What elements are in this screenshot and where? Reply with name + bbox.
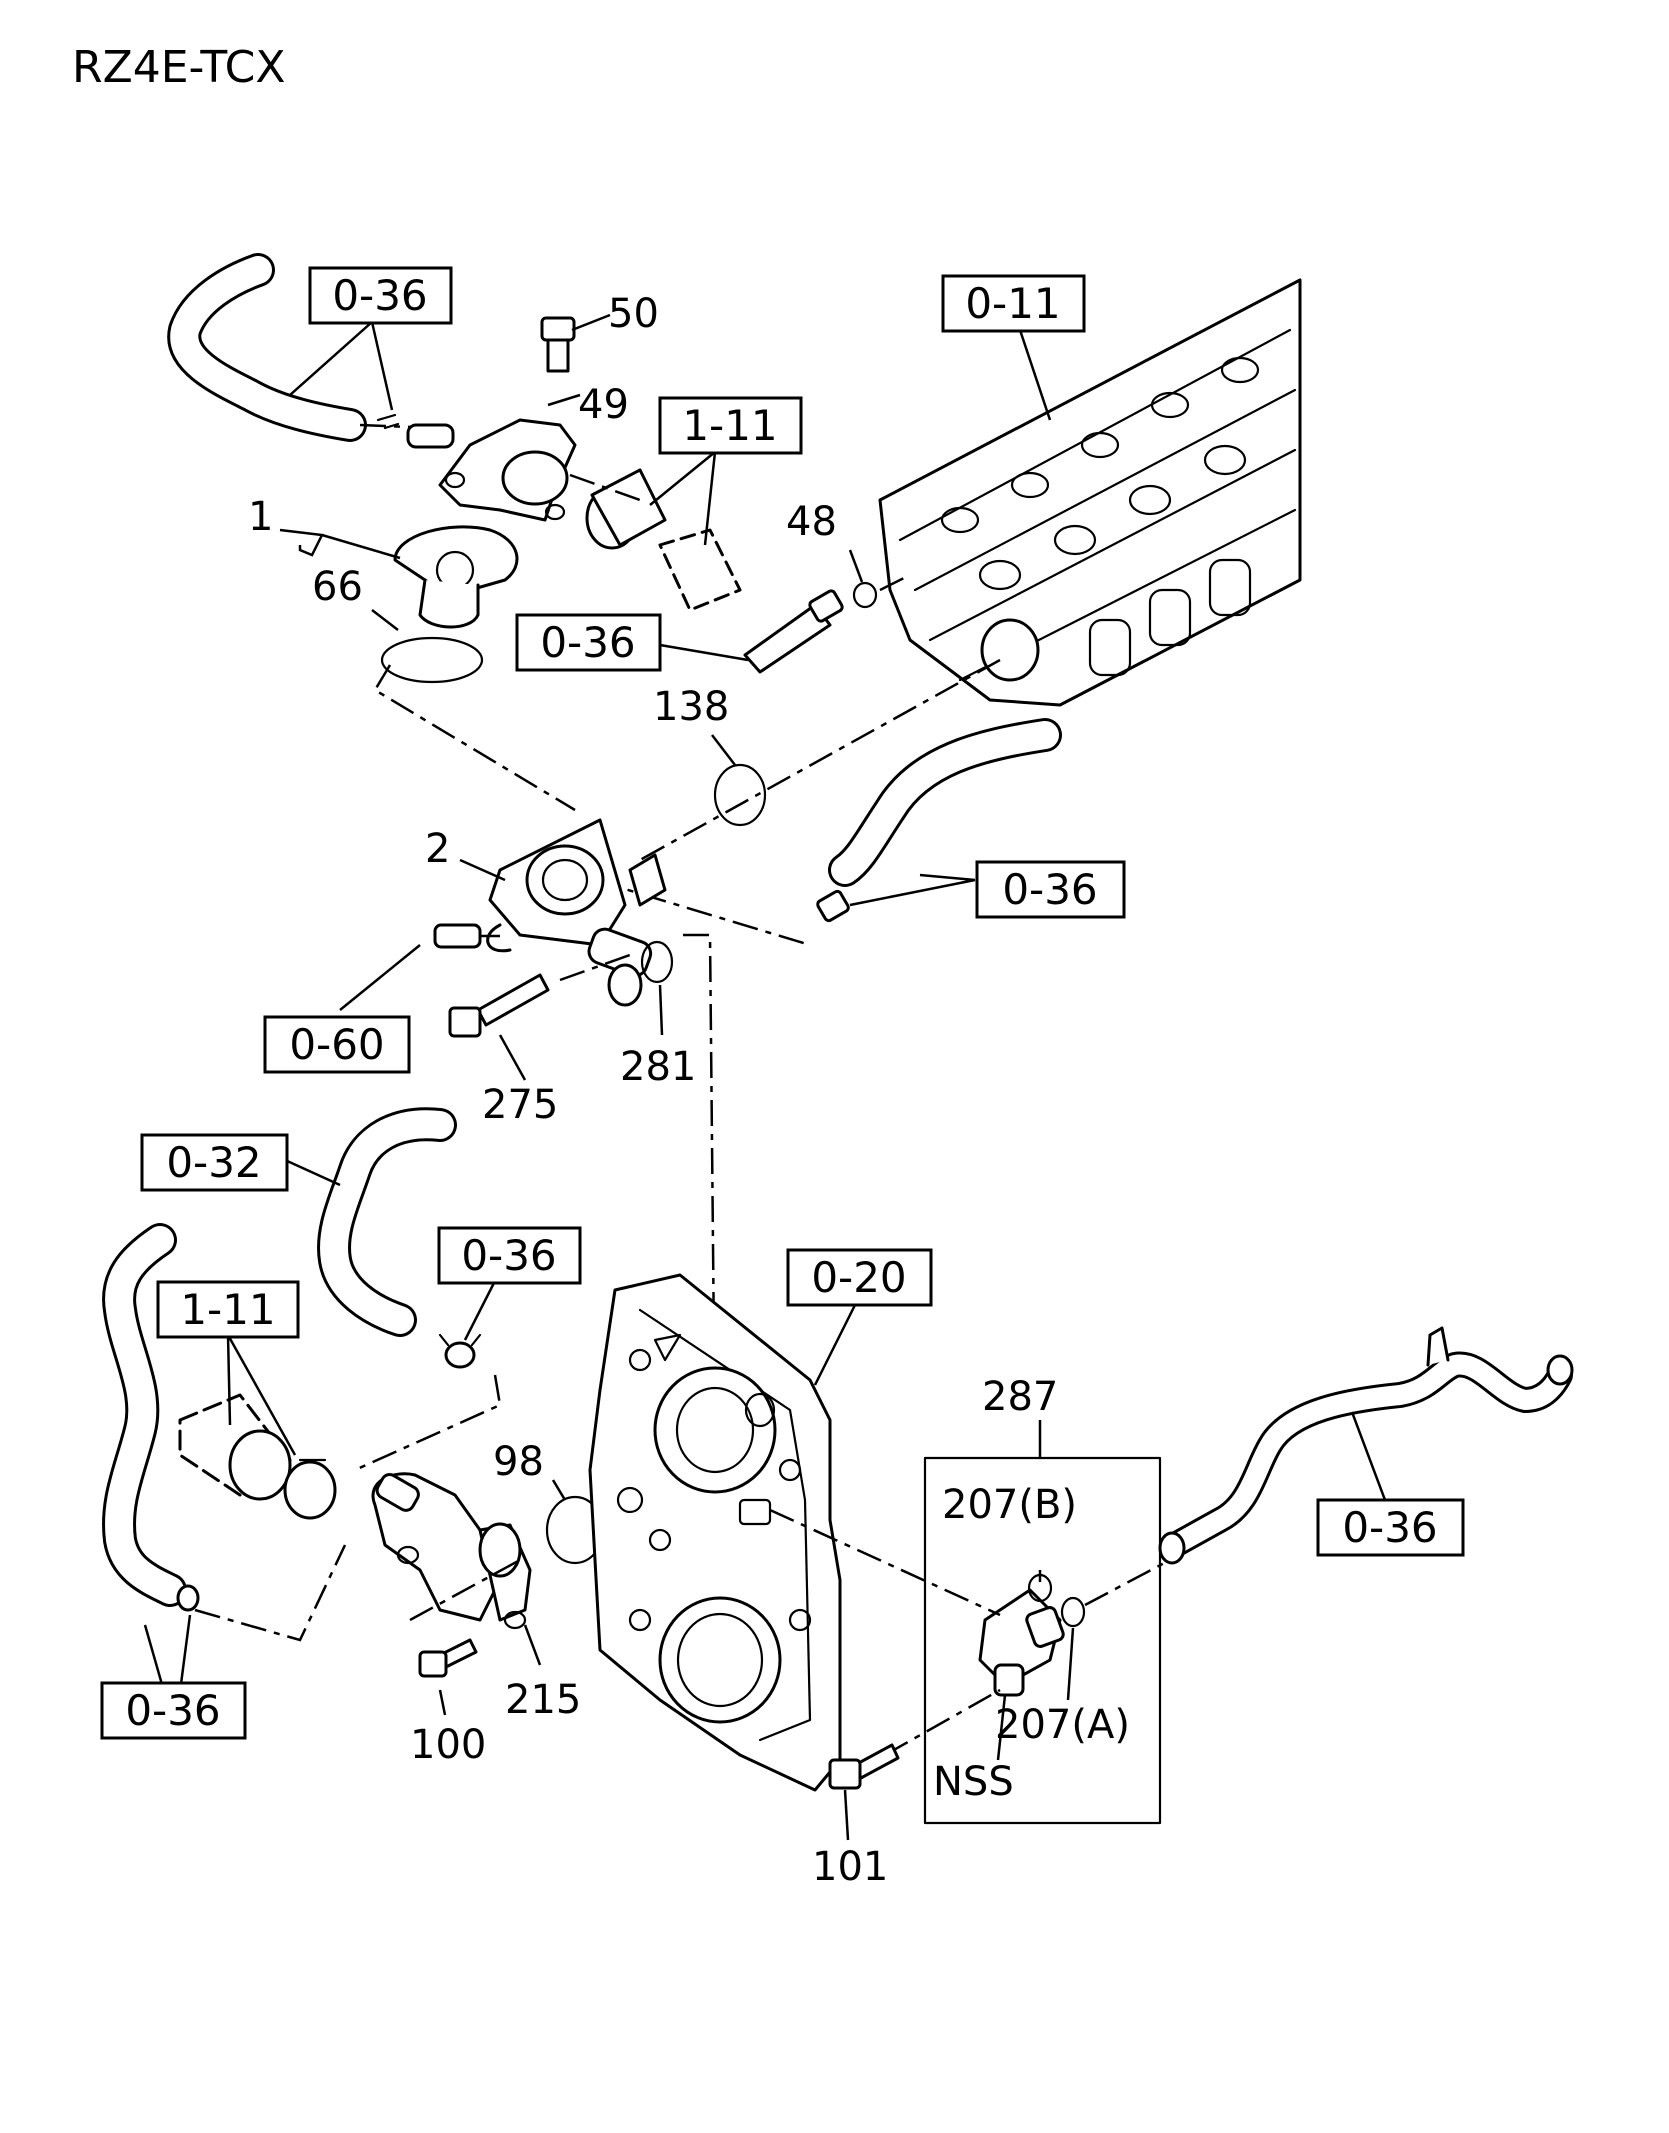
leader-0-36-right xyxy=(849,873,976,907)
center-line-bolt-101 xyxy=(884,1688,1001,1757)
label-part-1: 1 xyxy=(248,494,273,540)
center-line-clamp xyxy=(354,1374,502,1472)
svg-text:1-11: 1-11 xyxy=(180,1285,275,1334)
label-part-207b: 207(B) xyxy=(942,1482,1077,1528)
svg-text:0-36: 0-36 xyxy=(1002,865,1097,914)
label-part-287: 287 xyxy=(982,1374,1058,1420)
leader-1-11-top xyxy=(649,451,717,546)
label-part-101: 101 xyxy=(812,1844,888,1890)
ref-box-0-11: 0-11 xyxy=(941,274,1086,333)
label-part-281: 281 xyxy=(620,1044,696,1090)
leader-66 xyxy=(371,609,399,631)
thermostat xyxy=(393,525,519,629)
center-line-pipe xyxy=(769,1508,1001,1617)
center-line-head xyxy=(639,658,1001,862)
svg-text:0-36: 0-36 xyxy=(332,271,427,320)
label-part-98: 98 xyxy=(493,1439,544,1485)
ref-box-0-32: 0-32 xyxy=(140,1133,289,1192)
ref-box-1-11-left: 1-11 xyxy=(156,1280,300,1339)
water-inlet-elbow xyxy=(371,1472,532,1630)
center-line-pipe-right xyxy=(1084,1558,1171,1607)
label-part-50: 50 xyxy=(608,291,659,337)
leader-0-60 xyxy=(339,944,421,1011)
svg-text:0-11: 0-11 xyxy=(965,279,1060,328)
ref-box-0-20: 0-20 xyxy=(786,1248,933,1307)
leader-138 xyxy=(711,734,736,766)
leader-0-32 xyxy=(284,1158,341,1187)
heater-hose-right xyxy=(594,718,1062,947)
center-line-front-cover xyxy=(683,933,717,1451)
label-part-138: 138 xyxy=(653,684,729,730)
ref-box-0-36-right: 0-36 xyxy=(975,860,1126,919)
bolt-50 xyxy=(540,313,611,373)
timing-front-cover xyxy=(588,1273,842,1792)
o-ring-281 xyxy=(640,940,674,984)
leader-0-20 xyxy=(813,1304,857,1386)
label-part-nss: NSS xyxy=(933,1759,1014,1805)
leader-2 xyxy=(459,858,506,882)
svg-text:0-36: 0-36 xyxy=(540,618,635,667)
thermostat-housing xyxy=(433,818,667,1007)
leader-215 xyxy=(523,1624,542,1666)
bolt-101 xyxy=(828,1743,900,1841)
bolt-275 xyxy=(448,973,550,1081)
leader-0-11 xyxy=(1018,329,1052,421)
label-part-2: 2 xyxy=(425,826,450,872)
bolt-100 xyxy=(418,1638,478,1716)
radiator-hose-lower xyxy=(178,1393,337,1520)
leader-49 xyxy=(547,393,581,407)
hose-clamp-mid xyxy=(438,1333,482,1369)
leader-0-36-mid xyxy=(463,1274,500,1341)
radiator-hose-upper xyxy=(569,468,742,612)
svg-text:1-11: 1-11 xyxy=(682,401,777,450)
water-pipe-assembly xyxy=(978,1573,1086,1697)
svg-text:0-36: 0-36 xyxy=(125,1686,220,1735)
center-line-thermostat xyxy=(373,664,576,812)
label-part-100: 100 xyxy=(410,1722,486,1768)
ref-box-0-36-far-right: 0-36 xyxy=(1316,1498,1465,1557)
thermostat-housing-cover xyxy=(406,418,577,522)
leader-98 xyxy=(551,1479,567,1501)
leader-nss xyxy=(996,1694,1007,1761)
ref-box-0-36-top: 0-36 xyxy=(308,266,453,325)
label-part-207a: 207(A) xyxy=(995,1702,1130,1748)
bypass-hose-left xyxy=(102,1223,200,1612)
water-pipe-connector xyxy=(743,549,911,674)
label-part-49: 49 xyxy=(578,382,629,428)
label-part-275: 275 xyxy=(482,1082,558,1128)
leader-0-36-far-right xyxy=(1350,1411,1387,1501)
o-ring-138 xyxy=(713,763,767,827)
leader-0-36-top xyxy=(289,321,394,411)
ref-box-0-36-mid: 0-36 xyxy=(437,1226,582,1285)
leader-1-66 xyxy=(279,528,401,560)
leader-207a xyxy=(1066,1627,1075,1701)
ref-box-0-36-bottom: 0-36 xyxy=(100,1681,247,1740)
label-part-66: 66 xyxy=(312,564,363,610)
svg-text:0-36: 0-36 xyxy=(1342,1503,1437,1552)
radiator-hose-0-32 xyxy=(317,1107,457,1337)
thermostat-gasket xyxy=(380,636,484,684)
svg-text:0-20: 0-20 xyxy=(811,1253,906,1302)
leader-1-11-left xyxy=(226,1334,297,1456)
ref-box-1-11-top: 1-11 xyxy=(658,396,803,455)
label-part-48: 48 xyxy=(786,499,837,545)
leader-281 xyxy=(658,984,664,1036)
assembly-box-287 xyxy=(923,1456,1162,1825)
svg-text:0-36: 0-36 xyxy=(461,1231,556,1280)
diagram-title: RZ4E-TCX xyxy=(72,42,286,93)
center-line-inlet xyxy=(194,1544,347,1642)
svg-text:0-32: 0-32 xyxy=(166,1138,261,1187)
upper-bypass-hose xyxy=(167,253,411,442)
ref-box-0-60: 0-60 xyxy=(263,1015,411,1074)
water-pipe-far-right xyxy=(1158,1326,1574,1565)
label-part-215: 215 xyxy=(505,1677,581,1723)
ref-box-0-36-pipe: 0-36 xyxy=(515,613,662,672)
leader-0-36-pipe xyxy=(659,643,749,662)
center-line-275 xyxy=(559,953,631,982)
center-line-inlet-2 xyxy=(409,1558,521,1622)
svg-text:0-60: 0-60 xyxy=(289,1020,384,1069)
cylinder-head xyxy=(878,278,1302,707)
